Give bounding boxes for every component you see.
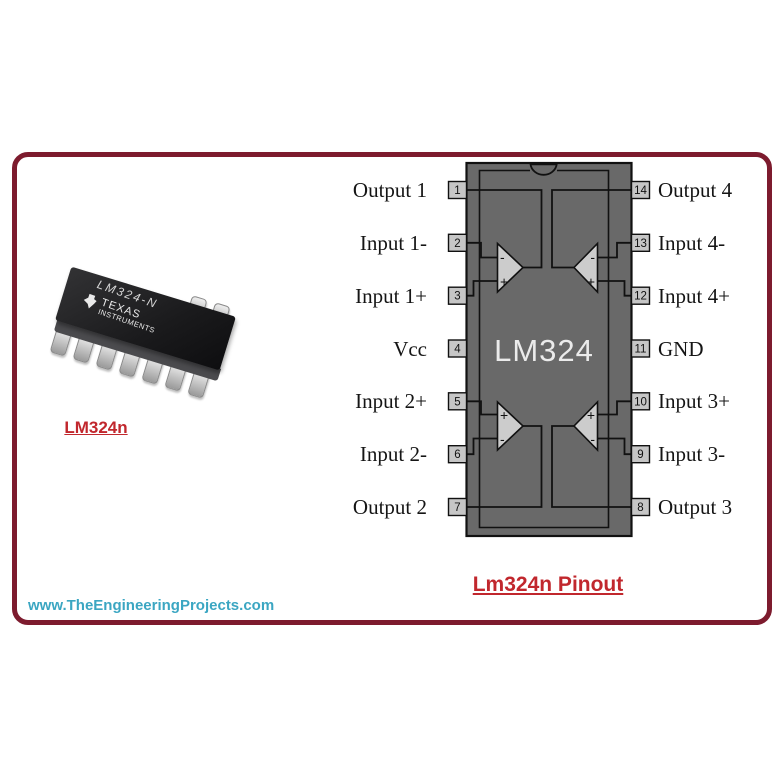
watermark: www.TheEngineeringProjects.com xyxy=(28,597,275,614)
pin-box-2 xyxy=(447,233,468,253)
pin-label-output-4: Output 4 xyxy=(658,178,733,202)
pin-box-13 xyxy=(630,233,651,253)
pin-9-wire xyxy=(597,437,632,456)
pin-1-wire xyxy=(466,189,543,269)
chip-top-face: LM324-N TEXAS INSTRUMENTS xyxy=(55,266,236,371)
pin-7-wire xyxy=(466,425,543,508)
pin-box-4 xyxy=(447,339,468,358)
ti-logo-icon xyxy=(83,293,97,309)
pin-label-output-1: Output 1 xyxy=(352,178,427,202)
opamp-3-triangle xyxy=(572,400,599,452)
opamp-1-bottom-sign: + xyxy=(500,274,508,290)
ic-inner-outline xyxy=(478,169,610,529)
opamp-2-top-sign: + xyxy=(500,407,508,423)
pin-number-13: 13 xyxy=(634,238,647,250)
pin-13-wire xyxy=(597,241,632,259)
pin-number-5: 5 xyxy=(454,396,460,408)
pin-12-wire xyxy=(597,280,632,297)
opamp-3-top-sign: + xyxy=(587,407,595,423)
opamp-1-top-sign: - xyxy=(500,249,505,265)
pin-5-wire xyxy=(466,400,498,416)
pin-number-4: 4 xyxy=(454,344,461,356)
pin-box-12 xyxy=(630,286,651,305)
pin-number-11: 11 xyxy=(635,344,647,356)
ic-center-label: LM324 xyxy=(494,333,594,368)
pin-number-6: 6 xyxy=(454,449,460,461)
pin-label-input-1-minus: Input 1- xyxy=(359,230,427,255)
pin-3-wire xyxy=(466,280,498,297)
pin-label-input-4-minus: Input 4- xyxy=(658,230,726,255)
ic-body xyxy=(465,161,633,538)
pin-box-1 xyxy=(447,180,468,200)
pin-box-8 xyxy=(630,497,651,517)
pin-number-10: 10 xyxy=(634,396,647,408)
chip-package: LM324-N TEXAS INSTRUMENTS xyxy=(42,266,239,414)
pin-number-3: 3 xyxy=(454,291,460,303)
pin-number-9: 9 xyxy=(637,449,643,461)
pinout-caption: Lm324n Pinout xyxy=(472,573,624,596)
pin-8-wire xyxy=(551,425,632,508)
pin-label-input-1-plus: Input 1+ xyxy=(355,283,427,308)
opamp-4-top-sign: - xyxy=(590,249,595,265)
opamp-1-triangle xyxy=(496,241,525,294)
pin-number-2: 2 xyxy=(454,238,460,250)
pin-number-7: 7 xyxy=(454,502,460,514)
opamp-4-triangle xyxy=(572,241,599,294)
pin-label-input-2-plus: Input 2+ xyxy=(355,389,427,414)
pin-box-10 xyxy=(630,392,651,411)
chip-photo-caption: LM324n xyxy=(64,418,128,437)
pin-label-input-2-minus: Input 2- xyxy=(359,442,427,467)
pin-number-8: 8 xyxy=(637,502,643,514)
pin-6-wire xyxy=(466,437,498,456)
pin-label-input-3-plus: Input 3+ xyxy=(658,389,730,414)
pin-box-3 xyxy=(447,286,468,305)
pin-label-vcc: Vcc xyxy=(393,336,427,361)
pin-10-wire xyxy=(597,400,632,416)
pin-box-6 xyxy=(447,445,468,464)
opamp-3-bottom-sign: - xyxy=(590,431,595,447)
notch-icon xyxy=(529,163,558,176)
chip-brand: TEXAS INSTRUMENTS xyxy=(79,291,159,335)
pin-14-wire xyxy=(551,189,632,269)
chip-photo: LM324-N TEXAS INSTRUMENTS xyxy=(45,266,240,408)
pin-label-input-4-plus: Input 4+ xyxy=(658,283,730,308)
pin-box-9 xyxy=(630,445,651,464)
pin-label-input-3-minus: Input 3- xyxy=(658,442,726,467)
pin-box-7 xyxy=(447,497,468,517)
pin-box-5 xyxy=(447,392,468,411)
pin-box-11 xyxy=(630,339,651,358)
pin-label-gnd: GND xyxy=(658,336,704,361)
opamp-2-bottom-sign: - xyxy=(500,431,505,447)
pin-number-12: 12 xyxy=(634,291,647,303)
pin-2-wire xyxy=(466,241,498,259)
pin-box-14 xyxy=(630,180,651,200)
wires xyxy=(466,189,632,508)
opamp-2-triangle xyxy=(496,400,525,452)
pin-label-output-2: Output 2 xyxy=(352,495,427,519)
pin-number-14: 14 xyxy=(634,185,647,197)
border-frame xyxy=(12,152,772,625)
opamp-4-bottom-sign: + xyxy=(587,274,595,290)
pin-label-output-3: Output 3 xyxy=(658,495,733,519)
pin-number-1: 1 xyxy=(454,185,460,197)
